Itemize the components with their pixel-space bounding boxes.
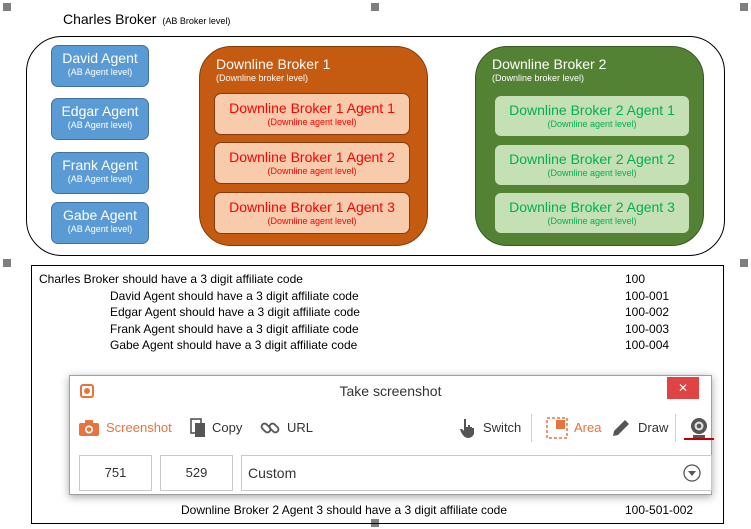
resize-handle-left[interactable] xyxy=(3,259,11,267)
area-label: Area xyxy=(574,420,602,435)
agent-name: David Agent xyxy=(62,50,138,66)
broker-level: (Downline broker level) xyxy=(492,73,585,83)
ab-agent-box: Edgar Agent (AB Agent level) xyxy=(51,98,149,140)
toolbar-divider xyxy=(531,414,532,442)
broker-level: (Downline broker level) xyxy=(216,73,309,83)
toolbar-divider xyxy=(675,414,676,442)
agent-name: Downline Broker 2 Agent 1 xyxy=(509,102,675,118)
agent-level: (Downline agent level) xyxy=(267,117,357,127)
webcam-button[interactable] xyxy=(687,416,711,440)
org-chart-frame xyxy=(26,36,725,256)
downline-agent-box: Downline Broker 1 Agent 1 (Downline agen… xyxy=(214,93,410,135)
url-label: URL xyxy=(287,420,314,435)
agent-name: Downline Broker 2 Agent 2 xyxy=(509,151,675,167)
broker-name: Downline Broker 1 xyxy=(216,56,331,72)
broker-name: Charles Broker xyxy=(63,11,157,27)
rule-code: 100-003 xyxy=(625,322,670,336)
downline-agent-box: Downline Broker 1 Agent 2 (Downline agen… xyxy=(214,142,410,184)
area-select-icon xyxy=(546,417,568,439)
resize-handle-top-left[interactable] xyxy=(3,3,11,11)
draw-label: Draw xyxy=(638,420,669,435)
rule-text: David Agent should have a 3 digit affili… xyxy=(110,289,359,303)
rule-code: 100-501-002 xyxy=(625,503,694,517)
pencil-icon xyxy=(613,420,629,436)
hand-pointer-icon xyxy=(460,419,474,438)
draw-button[interactable]: Draw xyxy=(610,416,668,440)
agent-name: Downline Broker 2 Agent 3 xyxy=(509,199,675,215)
copy-icon xyxy=(190,418,205,437)
agent-name: Gabe Agent xyxy=(63,207,137,223)
width-input[interactable]: 751 xyxy=(79,455,152,491)
agent-level: (Downline agent level) xyxy=(547,119,637,129)
downline-agent-box: Downline Broker 2 Agent 1 (Downline agen… xyxy=(494,95,690,137)
preset-select[interactable]: Custom xyxy=(241,455,712,491)
chevron-down-icon[interactable] xyxy=(683,464,701,482)
camera-icon xyxy=(79,420,99,436)
rule-text: Charles Broker should have a 3 digit aff… xyxy=(39,272,303,286)
take-screenshot-dialog: Take screenshot ✕ Screenshot Copy URL Sw… xyxy=(69,375,714,495)
screenshot-label: Screenshot xyxy=(106,420,172,435)
downline-agent-box: Downline Broker 2 Agent 3 (Downline agen… xyxy=(494,192,690,234)
agent-name: Edgar Agent xyxy=(61,103,139,119)
agent-level: (AB Agent level) xyxy=(67,224,133,234)
height-input[interactable]: 529 xyxy=(160,455,233,491)
switch-label: Switch xyxy=(483,420,522,435)
copy-button[interactable]: Copy xyxy=(190,416,242,440)
agent-level: (Downline agent level) xyxy=(547,216,637,226)
agent-name: Downline Broker 1 Agent 1 xyxy=(229,100,395,116)
rule-code: 100-002 xyxy=(625,305,670,319)
agent-level: (Downline agent level) xyxy=(267,216,357,226)
area-button[interactable]: Area xyxy=(546,416,601,440)
agent-level: (AB Agent level) xyxy=(67,174,133,184)
webcam-icon xyxy=(691,418,707,438)
dialog-title: Take screenshot xyxy=(339,383,442,399)
ab-agent-box: David Agent (AB Agent level) xyxy=(51,45,149,87)
rule-code: 100 xyxy=(625,272,646,286)
agent-level: (AB Agent level) xyxy=(67,120,133,130)
agent-name: Frank Agent xyxy=(62,157,138,173)
webcam-active-indicator xyxy=(684,438,714,440)
agent-level: (AB Agent level) xyxy=(67,67,133,77)
switch-button[interactable]: Switch xyxy=(457,416,521,440)
resize-handle-top[interactable] xyxy=(371,3,379,11)
rule-text: Downline Broker 2 Agent 3 should have a … xyxy=(181,503,507,517)
affiliate-code-table xyxy=(31,265,724,524)
ab-agent-box: Gabe Agent (AB Agent level) xyxy=(51,202,149,244)
rule-text: Gabe Agent should have a 3 digit affilia… xyxy=(110,338,358,352)
rule-code: 100-001 xyxy=(625,289,670,303)
broker-level: (AB Broker level) xyxy=(162,16,231,26)
preset-value: Custom xyxy=(248,465,297,481)
downline-agent-box: Downline Broker 2 Agent 2 (Downline agen… xyxy=(494,144,690,186)
agent-name: Downline Broker 1 Agent 2 xyxy=(229,149,395,165)
resize-handle-right[interactable] xyxy=(740,259,748,267)
rule-code: 100-004 xyxy=(625,338,670,352)
downline-agent-box: Downline Broker 1 Agent 3 (Downline agen… xyxy=(214,192,410,234)
ab-agent-box: Frank Agent (AB Agent level) xyxy=(51,152,149,194)
url-button[interactable]: URL xyxy=(259,416,313,440)
app-logo-icon xyxy=(80,384,94,398)
agent-name: Downline Broker 1 Agent 3 xyxy=(229,199,395,215)
link-icon xyxy=(260,422,280,434)
screenshot-button[interactable]: Screenshot xyxy=(78,416,172,440)
agent-level: (Downline agent level) xyxy=(547,168,637,178)
broker-name: Downline Broker 2 xyxy=(492,56,607,72)
rule-text: Edgar Agent should have a 3 digit affili… xyxy=(110,305,360,319)
resize-handle-top-right[interactable] xyxy=(740,3,748,11)
document-title: Charles Broker (AB Broker level) xyxy=(63,11,230,27)
copy-label: Copy xyxy=(212,420,243,435)
agent-level: (Downline agent level) xyxy=(267,166,357,176)
rule-text: Frank Agent should have a 3 digit affili… xyxy=(110,322,359,336)
close-button[interactable]: ✕ xyxy=(667,377,699,399)
